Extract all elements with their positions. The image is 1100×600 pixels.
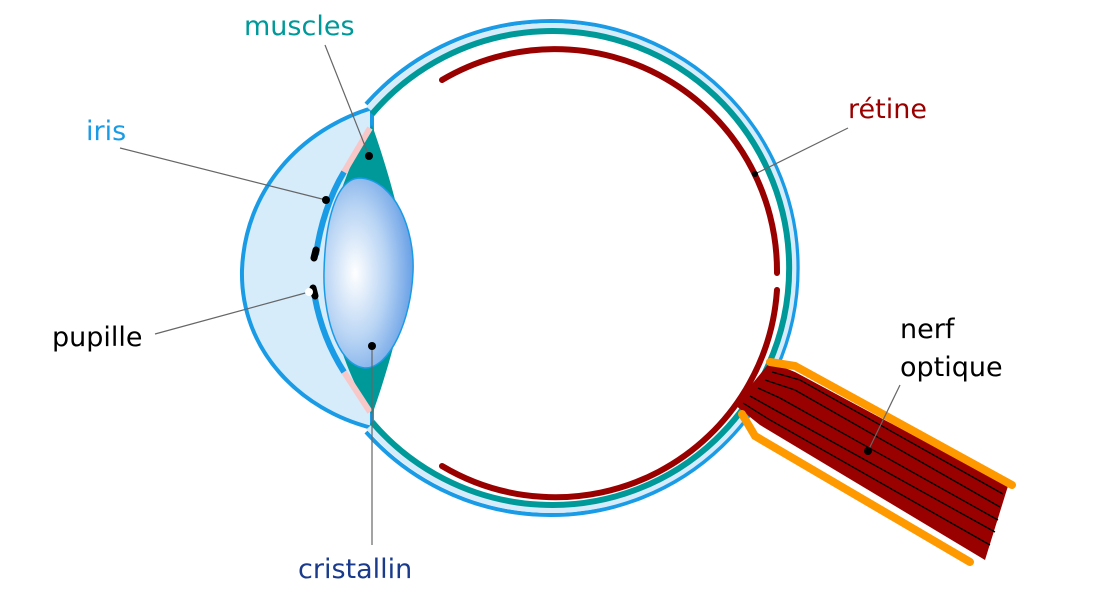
ciliary-pink-bottom xyxy=(341,370,373,414)
iris-upper xyxy=(313,170,347,256)
ciliary-pink-top xyxy=(341,126,373,174)
sclera-outer xyxy=(364,19,800,517)
cristallin-marker xyxy=(368,342,376,350)
optic-nerve xyxy=(735,358,1016,566)
label-optique: optique xyxy=(900,352,1003,383)
muscles-marker xyxy=(365,152,373,160)
nerf-marker xyxy=(864,447,872,455)
iris-lower xyxy=(312,297,347,374)
optic-sheath-bottom xyxy=(738,410,974,566)
pupille-marker xyxy=(305,288,313,296)
label-pupille: pupille xyxy=(52,322,143,353)
label-retine: rétine xyxy=(848,94,927,125)
pupil-edge-top xyxy=(310,246,320,262)
retine-marker xyxy=(752,171,758,177)
sclera-inner-light xyxy=(366,23,797,513)
choroid xyxy=(369,28,793,508)
lens xyxy=(323,177,414,369)
iris-marker xyxy=(322,196,330,204)
label-iris: iris xyxy=(86,116,127,147)
optic-sheath-top xyxy=(766,358,1016,489)
label-cristallin: cristallin xyxy=(298,554,413,585)
retina-upper xyxy=(439,46,781,276)
label-muscles: muscles xyxy=(244,11,355,42)
retina-lower xyxy=(439,287,780,501)
pupil-edge-bottom xyxy=(309,284,319,300)
label-nerf: nerf xyxy=(900,314,955,345)
